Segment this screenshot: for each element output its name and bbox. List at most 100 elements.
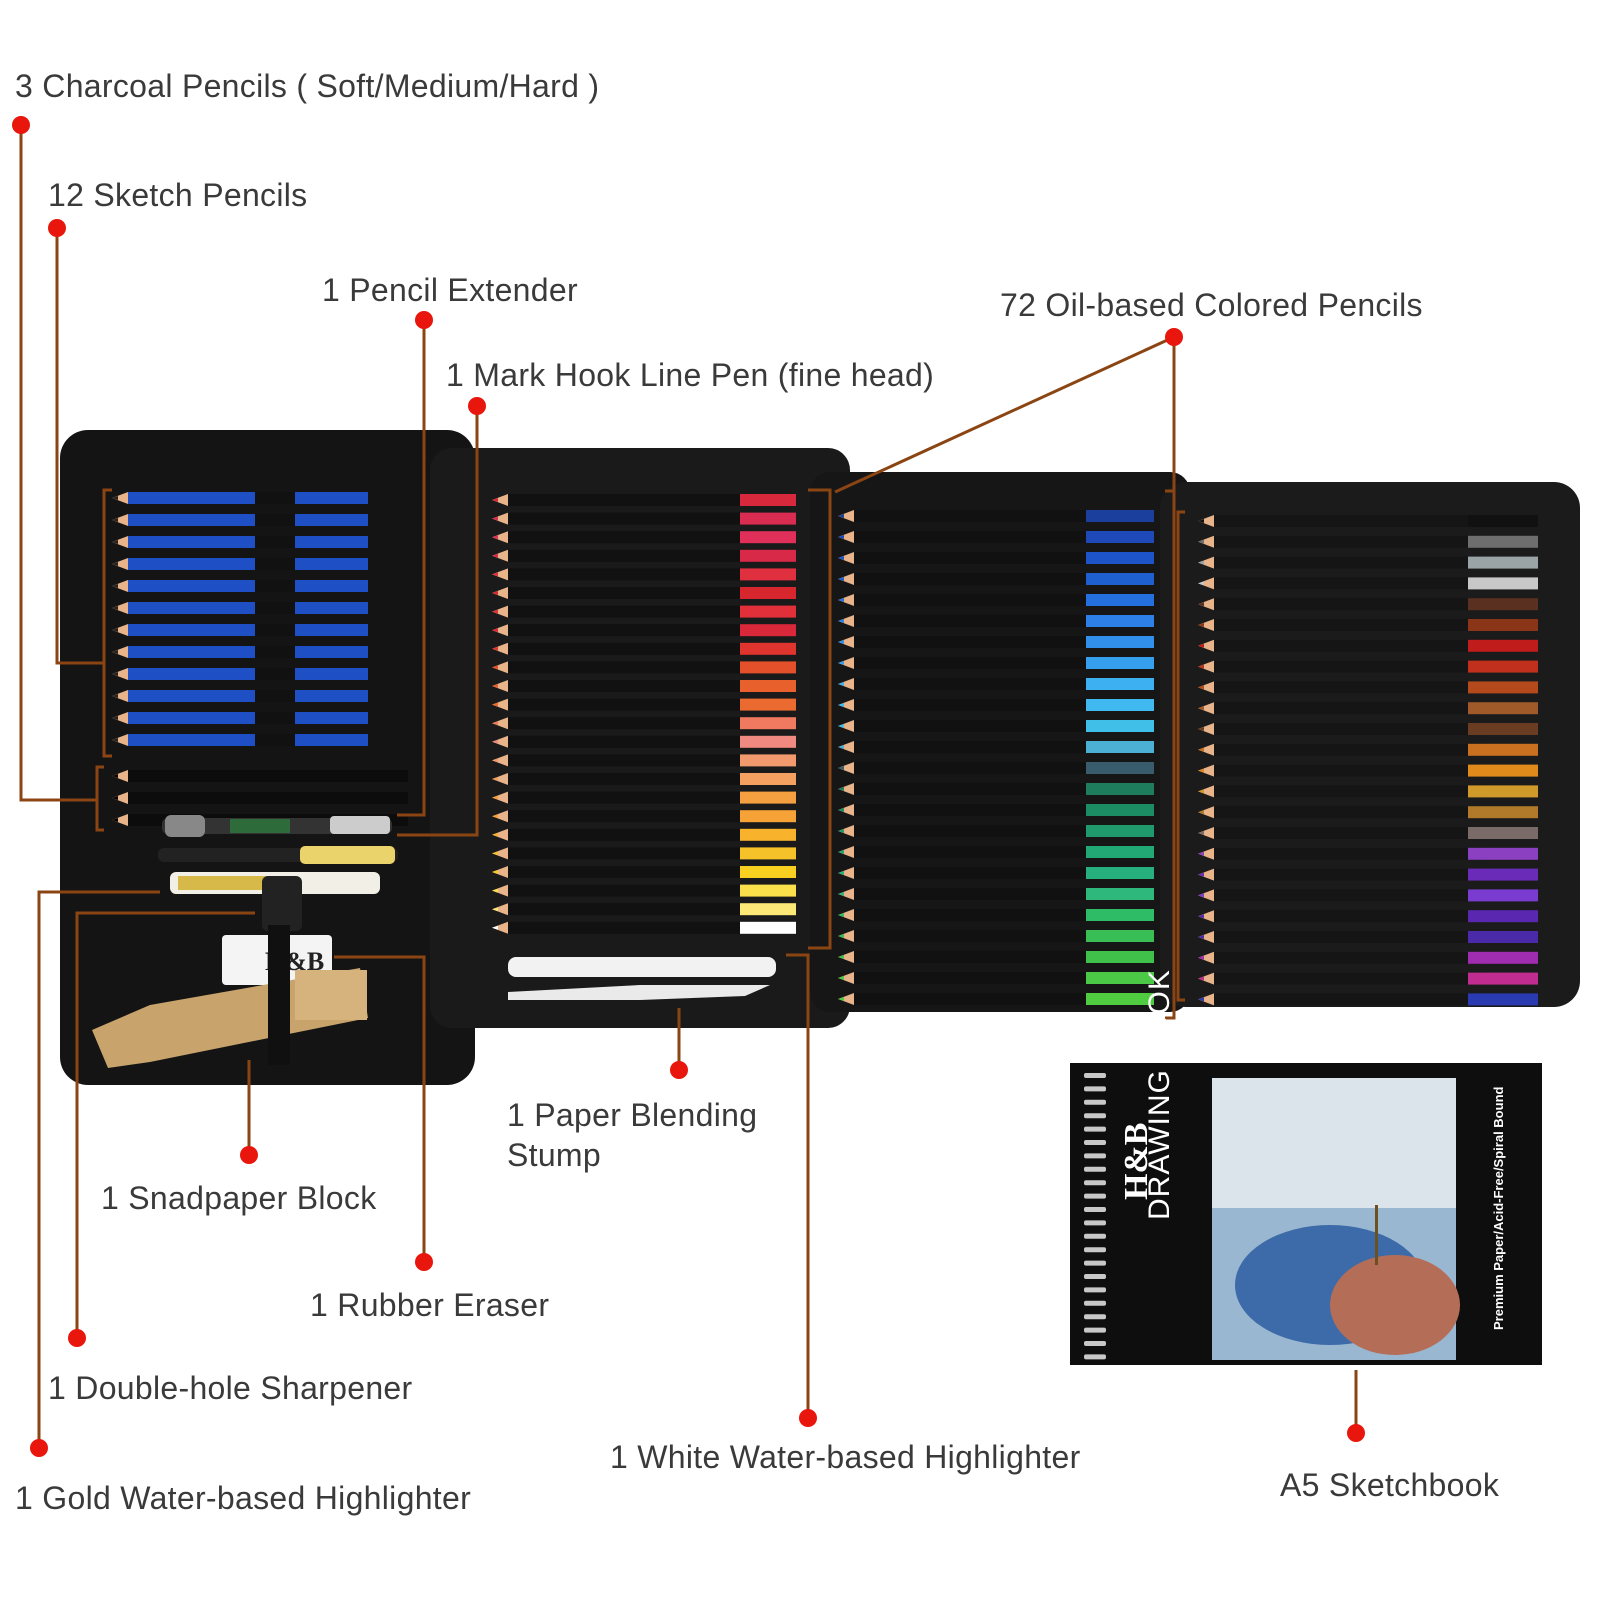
spiral-ring <box>1084 1314 1106 1320</box>
colored-pencil <box>492 605 758 618</box>
sandpaper-block <box>92 925 368 1068</box>
spiral-ring <box>1084 1086 1106 1092</box>
sharpener <box>262 876 302 931</box>
colored-pencil <box>1198 743 1484 756</box>
colored-pencil <box>492 773 758 785</box>
pencil-end-color <box>740 735 796 748</box>
colored-pencil <box>838 552 1104 564</box>
pencil-end-color <box>740 680 796 692</box>
spiral-ring <box>1084 1287 1106 1293</box>
pencil-end-color <box>740 587 796 599</box>
sketch-pencil <box>112 668 368 680</box>
pencil-end-color <box>740 605 796 618</box>
pencil-end-color <box>1468 619 1538 631</box>
colored-pencil <box>838 783 1104 795</box>
pencil-end-color <box>1468 764 1538 777</box>
pencil-strap <box>255 536 295 548</box>
colored-pencil <box>838 741 1104 753</box>
pencil-strap <box>255 492 295 504</box>
colored-pencil <box>1198 556 1484 569</box>
pencil-end-color <box>740 754 796 767</box>
pencil-end-color <box>1468 681 1538 694</box>
pencil-end-color <box>740 698 796 711</box>
pencil-end-color <box>1468 723 1538 735</box>
colored-pencil <box>492 549 758 562</box>
pencil-end-color <box>1468 785 1538 798</box>
colored-pencil <box>838 825 1104 837</box>
pencil-end-color <box>1086 636 1154 648</box>
spiral-ring <box>1084 1247 1106 1253</box>
pencil-strap <box>255 690 295 702</box>
colored-pencil <box>1198 889 1484 902</box>
colored-pencils-group-3 <box>1198 515 1538 1006</box>
pencil-end-color <box>1468 889 1538 902</box>
sketch-pencil <box>112 734 368 746</box>
dot-gold <box>30 1439 48 1457</box>
colored-pencil <box>838 678 1104 690</box>
pencil-end-color <box>740 512 796 525</box>
label-a5-sketchbook: A5 Sketchbook <box>1280 1467 1500 1503</box>
colored-pencil <box>492 624 758 637</box>
label-hook-line-pen: 1 Mark Hook Line Pen (fine head) <box>446 357 935 393</box>
colored-pencil <box>492 642 758 655</box>
hook-line-pen <box>158 846 398 864</box>
colored-pencil <box>838 993 1104 1005</box>
pencil-end-color <box>1086 888 1154 900</box>
sketch-pencil <box>112 536 368 548</box>
sketch-pencil <box>112 580 368 592</box>
label-gold-highlighter: 1 Gold Water-based Highlighter <box>15 1480 472 1516</box>
sketchbook-title: DRAWING BOOK <box>1143 969 1176 1220</box>
pencil-end-color <box>1468 639 1538 652</box>
case-panel-left <box>60 430 475 1085</box>
dot-charcoal <box>12 116 30 134</box>
colored-pencil <box>492 531 758 544</box>
colored-pencil <box>1198 972 1484 985</box>
label-paper-blending-stump: 1 Paper Blending Stump <box>507 1097 758 1173</box>
callout-lines <box>19 125 1358 1448</box>
pencil-end-color <box>1086 846 1154 858</box>
colored-pencil <box>1198 785 1484 798</box>
colored-pencil <box>838 636 1104 648</box>
pencil-end-color <box>1086 657 1154 669</box>
label-sharpener: 1 Double-hole Sharpener <box>48 1370 413 1406</box>
dot-hook-pen <box>468 397 486 415</box>
colored-pencil <box>1198 639 1484 652</box>
pencil-strap <box>255 712 295 724</box>
colored-pencil <box>838 762 1104 774</box>
colored-pencil <box>838 615 1104 627</box>
dot-blending <box>670 1061 688 1079</box>
spiral-ring <box>1084 1153 1106 1159</box>
dot-sketch <box>48 219 66 237</box>
label-charcoal-pencils: 3 Charcoal Pencils ( Soft/Medium/Hard ) <box>15 68 600 104</box>
pencil-end-color <box>1468 556 1538 569</box>
colored-pencil <box>838 972 1104 984</box>
colored-pencil <box>838 846 1104 858</box>
colored-pencil <box>838 531 1104 543</box>
pencil-strap <box>255 514 295 526</box>
pencil-end-color <box>740 568 796 581</box>
dot-colored <box>1165 328 1183 346</box>
colored-pencil <box>492 568 758 581</box>
colored-pencil <box>492 884 758 897</box>
pencil-end-color <box>1086 615 1154 627</box>
pencil-end-color <box>1086 678 1154 690</box>
colored-pencil <box>1198 951 1484 964</box>
spiral-ring <box>1084 1354 1106 1360</box>
pencil-end-color <box>1086 741 1154 753</box>
label-colored-pencils: 72 Oil-based Colored Pencils <box>1000 287 1423 323</box>
pencil-end-color <box>1468 847 1538 860</box>
sketch-pencil <box>112 690 368 702</box>
colored-pencil <box>838 867 1104 879</box>
pencil-end-color <box>740 494 796 506</box>
pencil-strap <box>255 668 295 680</box>
colored-pencil <box>1198 681 1484 694</box>
pencil-end-color <box>1086 993 1154 1005</box>
spiral-ring <box>1084 1327 1106 1333</box>
pencil-end-color <box>1468 868 1538 881</box>
dot-sketchbook <box>1347 1424 1365 1442</box>
pencil-strap <box>255 558 295 570</box>
pencil-end-color <box>1086 552 1154 564</box>
colored-pencil <box>838 951 1104 963</box>
colored-pencil <box>492 698 758 711</box>
